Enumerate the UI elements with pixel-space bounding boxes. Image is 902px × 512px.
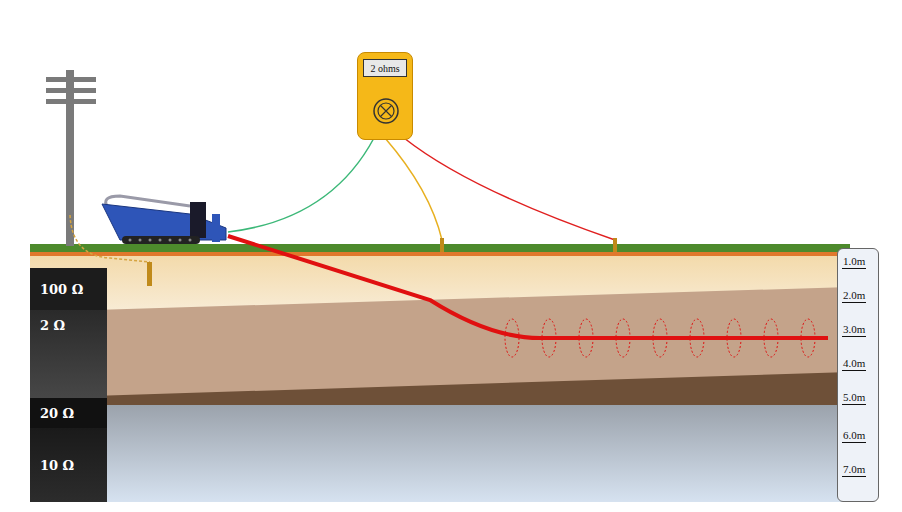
resistivity-value: 10 Ω [40,458,74,473]
clay-layer [30,252,850,398]
sand-layer [30,252,850,312]
meter-display: 2 ohms [363,59,407,77]
resistivity-band: 20 Ω [30,398,107,428]
resistivity-value: 2 Ω [40,318,65,333]
coil-ring [616,319,630,357]
red-lead [404,138,615,240]
bore-path [228,236,828,338]
resistivity-band: 10 Ω [30,428,107,502]
coil-ring [764,319,778,357]
resistivity-band: 2 Ω [30,310,107,398]
meter-reading: 2 ohms [370,63,399,74]
resistivity-band: 100 Ω [30,268,107,310]
resistivity-value: 20 Ω [40,406,74,421]
drill-rig [102,196,226,244]
green-lead [228,138,374,232]
coil-ring [505,319,519,357]
resistivity-value: 100 Ω [40,282,83,297]
coil-ring [801,319,815,357]
depth-mark: 5.0m [842,391,866,405]
depth-mark: 7.0m [842,463,866,477]
utility-pole [46,70,96,246]
depth-mark: 1.0m [842,255,866,269]
depth-mark: 4.0m [842,357,866,371]
current-stake [613,238,617,252]
coil-ring [542,319,556,357]
resistance-meter: 2 ohms [357,52,413,140]
ground-rod [147,262,152,286]
meter-dial [371,96,401,126]
coil-ring [653,319,667,357]
coil-ring [727,319,741,357]
depth-mark: 3.0m [842,323,866,337]
depth-scale: 1.0m 2.0m 3.0m 4.0m 5.0m 6.0m 7.0m [837,248,879,502]
coil-ring [690,319,704,357]
yellow-lead [385,138,442,240]
bedrock [30,252,850,502]
dark-soil [30,252,850,405]
coil-ring [579,319,593,357]
depth-mark: 6.0m [842,429,866,443]
topsoil [30,252,850,256]
depth-mark: 2.0m [842,289,866,303]
locator-field [505,319,815,357]
potential-stake [440,238,444,252]
